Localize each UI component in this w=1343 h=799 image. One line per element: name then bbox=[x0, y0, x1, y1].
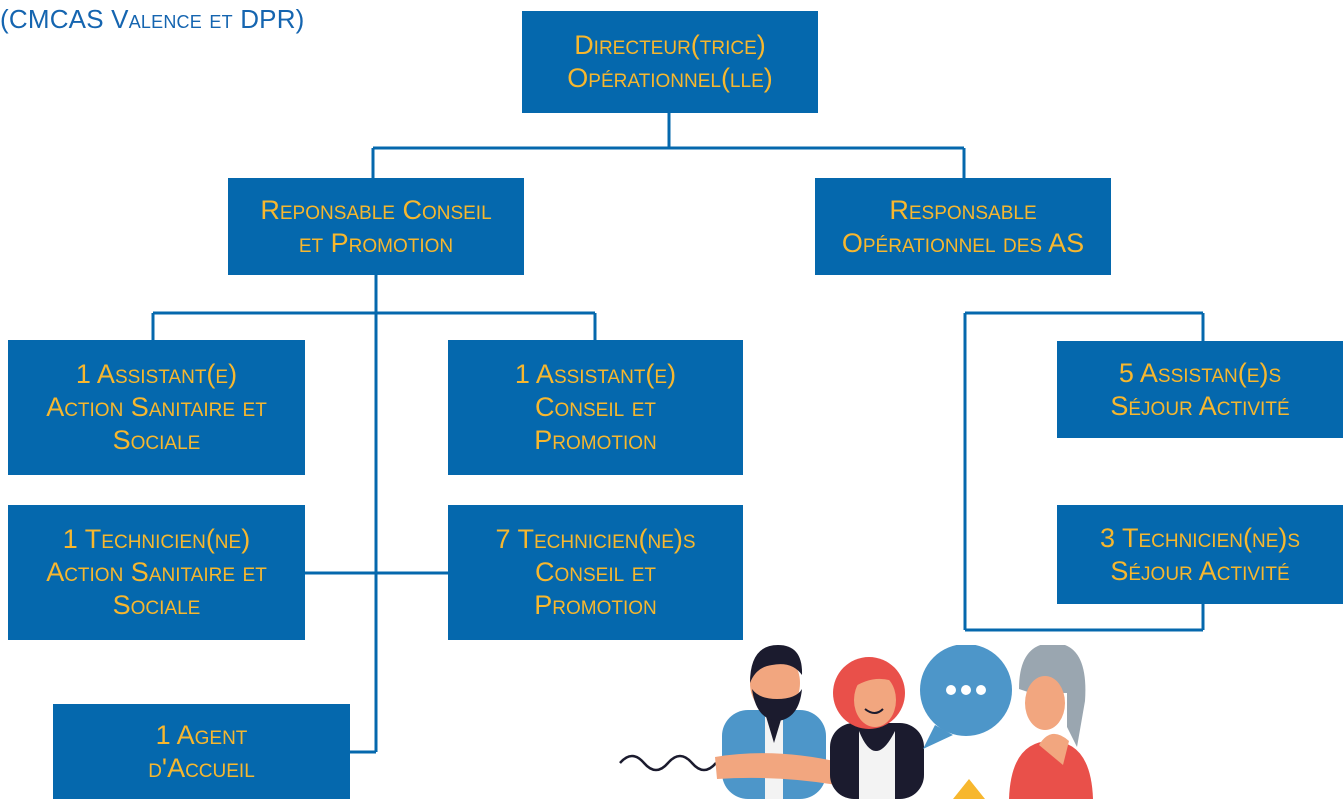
assistant-ass-line2: Action Sanitaire et bbox=[46, 392, 267, 422]
woman-red-hair-figure bbox=[830, 657, 924, 799]
assistant-conseil-box: 1 Assistant(e) Conseil et Promotion bbox=[448, 340, 743, 475]
conseil-head-line1: Reponsable Conseil bbox=[260, 194, 492, 225]
assistant-conseil-line2: Conseil et bbox=[535, 392, 656, 422]
techniciens-conseil-line1: 7 Technicien(ne)s bbox=[495, 524, 696, 554]
man-figure bbox=[715, 645, 843, 799]
techniciens-sejour-line2: Séjour Activité bbox=[1110, 555, 1290, 586]
techniciens-sejour-line1: 3 Technicien(ne)s bbox=[1099, 522, 1301, 553]
assistants-sejour-box: 5 Assistan(e)s Séjour Activité bbox=[1057, 341, 1343, 438]
assistants-sejour-line1: 5 Assistan(e)s bbox=[1118, 357, 1282, 388]
assistant-ass-line3: Sociale bbox=[112, 425, 201, 455]
page-subtitle: (CMCAS Valence et DPR) bbox=[0, 4, 305, 34]
agent-accueil-line1: 1 Agent bbox=[155, 719, 248, 750]
woman-grey-hair-figure bbox=[1009, 645, 1093, 799]
technicien-ass-box: 1 Technicien(ne) Action Sanitaire et Soc… bbox=[8, 505, 305, 640]
technicien-ass-line2: Action Sanitaire et bbox=[46, 557, 267, 587]
techniciens-conseil-line3: Promotion bbox=[534, 590, 657, 620]
assistant-conseil-line3: Promotion bbox=[534, 425, 657, 455]
people-conversation-illustration bbox=[619, 645, 1093, 799]
director-box: Directeur(trice) Opérationnel(lle) bbox=[522, 11, 818, 113]
triangle-decoration bbox=[953, 779, 985, 799]
speech-bubble-icon bbox=[920, 645, 1012, 749]
director-line1: Directeur(trice) bbox=[574, 30, 766, 60]
as-head-line1: Responsable bbox=[889, 194, 1037, 225]
agent-accueil-line2: d'Accueil bbox=[148, 752, 255, 783]
assistant-ass-box: 1 Assistant(e) Action Sanitaire et Socia… bbox=[8, 340, 305, 475]
techniciens-conseil-line2: Conseil et bbox=[535, 557, 656, 587]
agent-accueil-box: 1 Agent d'Accueil bbox=[53, 704, 350, 799]
technicien-ass-line3: Sociale bbox=[112, 590, 201, 620]
techniciens-sejour-box: 3 Technicien(ne)s Séjour Activité bbox=[1057, 505, 1343, 604]
assistant-ass-line1: 1 Assistant(e) bbox=[75, 359, 238, 389]
squiggle-decoration bbox=[619, 754, 717, 772]
conseil-head-line2: et Promotion bbox=[298, 227, 454, 258]
techniciens-conseil-box: 7 Technicien(ne)s Conseil et Promotion bbox=[448, 505, 743, 640]
as-head-line2: Opérationnel des AS bbox=[841, 227, 1085, 258]
as-head-box: Responsable Opérationnel des AS bbox=[815, 178, 1111, 275]
conseil-head-box: Reponsable Conseil et Promotion bbox=[228, 178, 524, 275]
technicien-ass-line1: 1 Technicien(ne) bbox=[62, 524, 251, 554]
assistants-sejour-line2: Séjour Activité bbox=[1110, 390, 1290, 421]
director-line2: Opérationnel(lle) bbox=[567, 63, 773, 93]
assistant-conseil-line1: 1 Assistant(e) bbox=[514, 359, 677, 389]
